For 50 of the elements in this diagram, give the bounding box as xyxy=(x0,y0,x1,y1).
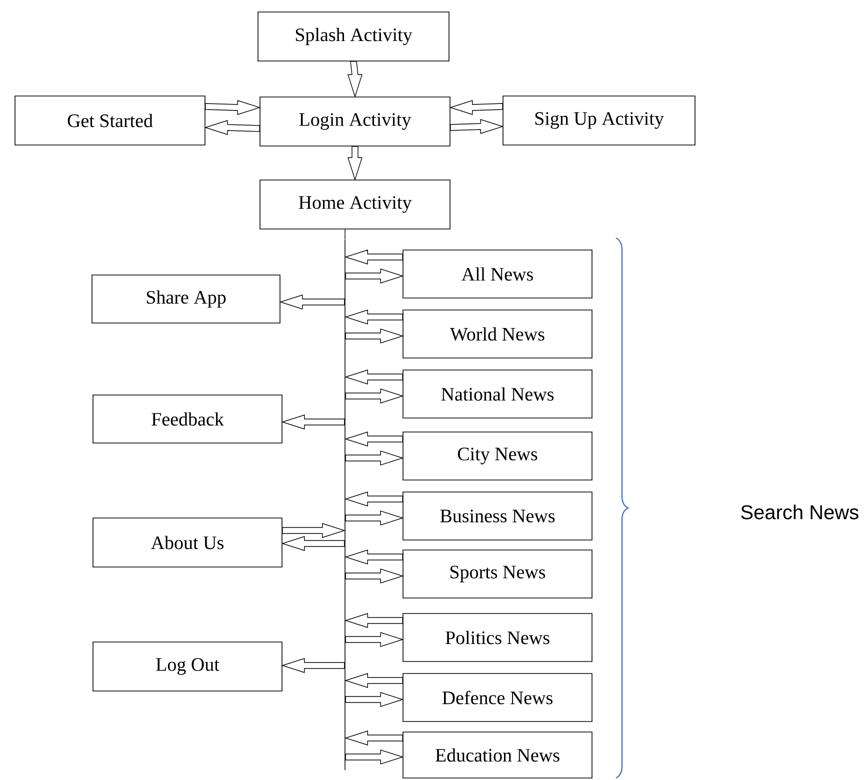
hollow-arrow xyxy=(281,414,345,430)
hollow-arrow xyxy=(282,523,346,538)
hollow-arrow xyxy=(344,613,403,628)
screen-box: All News xyxy=(402,250,592,298)
screen-box: World News xyxy=(402,310,592,358)
hollow-arrow xyxy=(449,100,503,115)
screen-box: Politics News xyxy=(402,613,592,662)
hollow-arrow xyxy=(450,119,504,134)
hollow-arrow xyxy=(345,750,404,764)
hollow-arrow xyxy=(344,550,403,564)
hollow-arrow xyxy=(345,450,404,466)
hollow-arrow xyxy=(345,388,404,404)
screen-box: About Us xyxy=(92,518,282,568)
screen-box: City News xyxy=(402,432,592,480)
vertical-line xyxy=(344,240,346,770)
screen-box: Home Activity xyxy=(260,180,450,230)
hollow-arrow xyxy=(344,250,403,264)
screen-box: Log Out xyxy=(92,642,282,692)
hollow-arrow xyxy=(345,510,404,526)
hollow-arrow xyxy=(345,268,404,284)
hollow-arrow xyxy=(344,432,403,446)
brace-label: Search News xyxy=(741,504,858,520)
screen-box: National News xyxy=(402,370,592,418)
screen-box: Sports News xyxy=(402,550,592,598)
hollow-arrow xyxy=(344,492,403,506)
screen-box: Business News xyxy=(402,492,592,540)
screen-box: Splash Activity xyxy=(258,12,450,62)
screen-box: Get Started xyxy=(14,96,206,146)
hollow-arrow xyxy=(345,328,404,344)
hollow-arrow xyxy=(281,536,345,551)
hollow-arrow xyxy=(344,673,403,688)
line xyxy=(344,229,346,240)
hollow-arrow xyxy=(279,294,345,310)
screen-box: Defence News xyxy=(402,673,592,722)
hollow-arrow xyxy=(345,632,404,647)
hollow-arrow xyxy=(348,146,362,181)
hollow-arrow xyxy=(344,310,403,324)
screen-box: Education News xyxy=(402,732,592,778)
screen-box: Sign Up Activity xyxy=(502,96,696,146)
hollow-arrow xyxy=(344,370,403,384)
screen-box: Feedback xyxy=(92,394,282,444)
screen-box: Login Activity xyxy=(260,96,450,146)
hollow-arrow xyxy=(281,658,345,673)
screen-box: Share App xyxy=(92,274,280,324)
hollow-arrow xyxy=(344,730,403,746)
hollow-arrow xyxy=(348,61,362,98)
hollow-arrow xyxy=(204,120,260,135)
hollow-arrow xyxy=(345,692,404,707)
hollow-arrow xyxy=(205,100,261,115)
hollow-arrow xyxy=(345,568,404,584)
